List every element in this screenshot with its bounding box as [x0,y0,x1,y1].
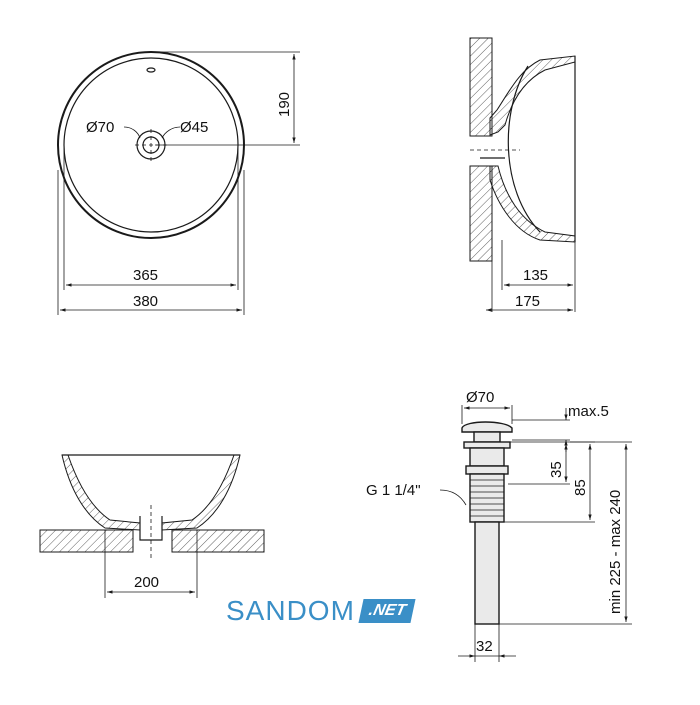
dim-35: 35 [548,461,565,478]
front-bowl-shell-right [161,454,241,531]
dim-380: 380 [133,293,158,310]
countertop-left [39,529,134,553]
dim-d70-top: Ø70 [86,119,114,136]
watermark-brand: SANDOM [226,595,355,626]
dim-32: 32 [476,638,493,655]
drain-flange [463,441,511,449]
side-view: 135 175 [469,37,576,312]
dim-height-range: min 225 - max 240 [607,490,624,614]
wall-upper [469,37,493,137]
bowl-shell-lower [489,165,576,243]
dim-365: 365 [133,267,158,284]
dim-thread: G 1 1/4" [366,482,421,499]
tailpiece [474,521,500,625]
dim-135: 135 [523,267,548,284]
front-view: 200 [39,454,265,598]
dim-200: 200 [134,574,159,591]
dim-d70-drain: Ø70 [466,389,494,406]
dim-175: 175 [515,293,540,310]
dim-85: 85 [572,479,589,496]
watermark: SANDOM .NET [226,594,416,628]
dim-max5: max.5 [568,403,609,420]
countertop-right [171,529,265,553]
top-view: Ø70 Ø45 190 365 380 [57,51,300,315]
overflow-hole [146,67,156,73]
dim-190: 190 [276,92,293,117]
dim-d45-top: Ø45 [180,119,208,136]
bowl-shell-upper [489,55,576,136]
drain-assembly: Ø70 max.5 35 85 min 225 - max 240 G 1 1/… [366,389,632,662]
drain-cap [461,421,513,433]
front-bowl-shell-left [61,454,141,531]
wall-lower [469,165,493,262]
watermark-tld: .NET [358,599,416,623]
